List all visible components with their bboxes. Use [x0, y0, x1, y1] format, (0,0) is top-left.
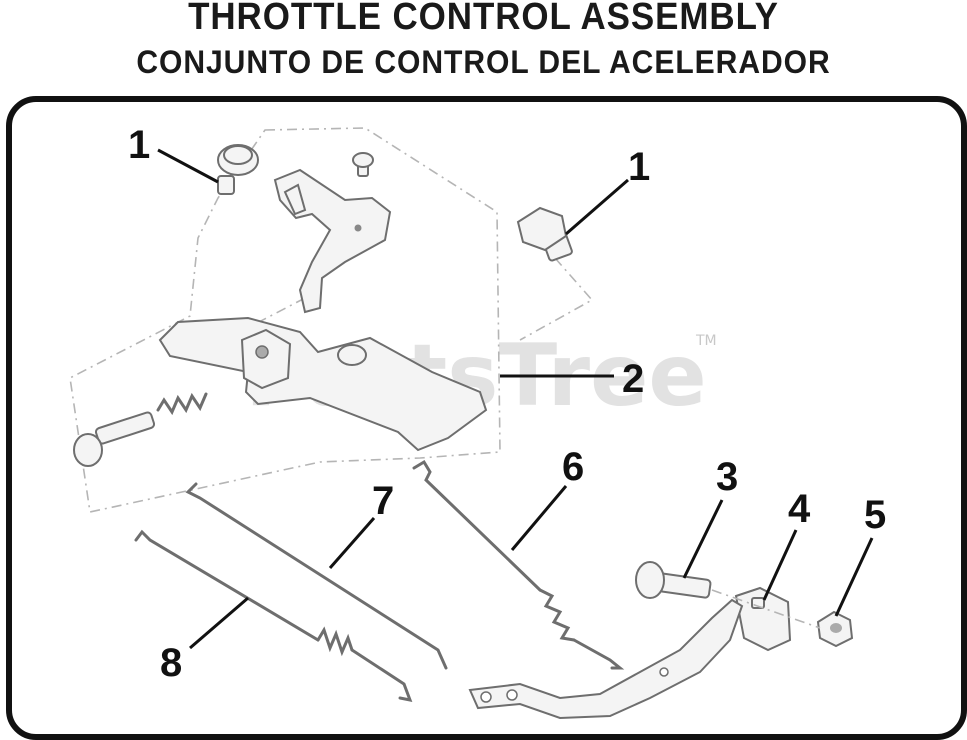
callout-5: 5: [864, 493, 886, 537]
callout-3: 3: [716, 455, 738, 499]
leader-lines: [157, 148, 874, 650]
part-1-bolt-right: [516, 206, 573, 262]
callout-1-left: 1: [128, 123, 150, 167]
callout-4: 4: [788, 487, 811, 531]
callout-8: 8: [160, 641, 182, 685]
throttle-lever: [468, 598, 744, 720]
callout-7: 7: [372, 479, 394, 523]
tension-spring-left: [156, 392, 208, 416]
part-1-bolt-left: [217, 144, 259, 195]
bracket-pin: [352, 152, 374, 177]
part-2-control-plate: [158, 316, 488, 452]
callout-6: 6: [562, 445, 584, 489]
diagram-frame: [6, 96, 967, 740]
part-8-governor-rod: [134, 529, 413, 703]
callout-2: 2: [622, 357, 644, 401]
throttle-bracket: [273, 168, 392, 314]
part-7-throttle-rod: [185, 482, 448, 670]
part-4-bushing: [734, 586, 792, 652]
adjustment-screw: [73, 411, 156, 467]
part-6-spring-rod: [412, 459, 625, 670]
assembly-outline: [69, 127, 594, 513]
alignment-line: [711, 589, 821, 629]
part-3-shoulder-bolt: [635, 561, 712, 599]
diagram-title: THROTTLE CONTROL ASSEMBLY: [188, 0, 779, 38]
callout-1-right: 1: [628, 145, 650, 189]
diagram-subtitle: CONJUNTO DE CONTROL DEL ACELERADOR: [136, 44, 831, 80]
watermark-trademark: TM: [695, 333, 717, 349]
part-5-nut: [816, 610, 854, 648]
